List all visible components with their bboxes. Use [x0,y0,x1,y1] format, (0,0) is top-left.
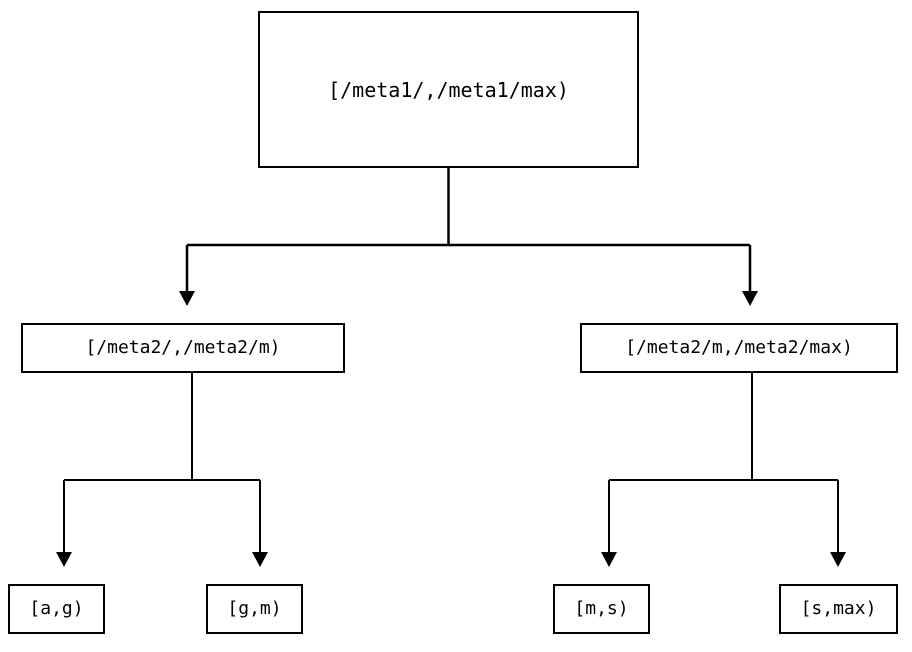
tree-node-mid-left-label: [/meta2/,/meta2/m) [85,337,281,358]
arrowhead-icon [252,552,268,567]
tree-node-leaf-4-label: [s,max) [800,598,877,619]
tree-node-mid-left[interactable]: [/meta2/,/meta2/m) [21,323,345,373]
edge-midright-to-leaf3 [601,373,838,567]
edge-midleft-to-leaf1 [56,373,260,567]
tree-node-mid-right[interactable]: [/meta2/m,/meta2/max) [580,323,898,373]
tree-node-leaf-3[interactable]: [m,s) [553,584,650,634]
arrowhead-icon [830,552,846,567]
tree-node-leaf-2[interactable]: [g,m) [206,584,303,634]
arrowhead-icon [179,291,195,306]
arrowhead-icon [56,552,72,567]
tree-node-leaf-2-label: [g,m) [227,598,282,619]
tree-node-root[interactable]: [/meta1/,/meta1/max) [258,11,639,168]
edge-root-to-mid-right [742,245,758,306]
edge-midright-to-leaf4 [830,480,846,567]
tree-node-leaf-1[interactable]: [a,g) [8,584,105,634]
edge-root-to-mid-left [179,168,750,306]
tree-node-leaf-1-label: [a,g) [29,598,84,619]
tree-node-root-label: [/meta1/,/meta1/max) [328,77,569,102]
tree-node-leaf-4[interactable]: [s,max) [779,584,898,634]
edge-midleft-to-leaf2 [252,480,268,567]
tree-node-mid-right-label: [/meta2/m,/meta2/max) [625,337,853,358]
arrowhead-icon [601,552,617,567]
tree-node-leaf-3-label: [m,s) [574,598,629,619]
arrowhead-icon [742,291,758,306]
